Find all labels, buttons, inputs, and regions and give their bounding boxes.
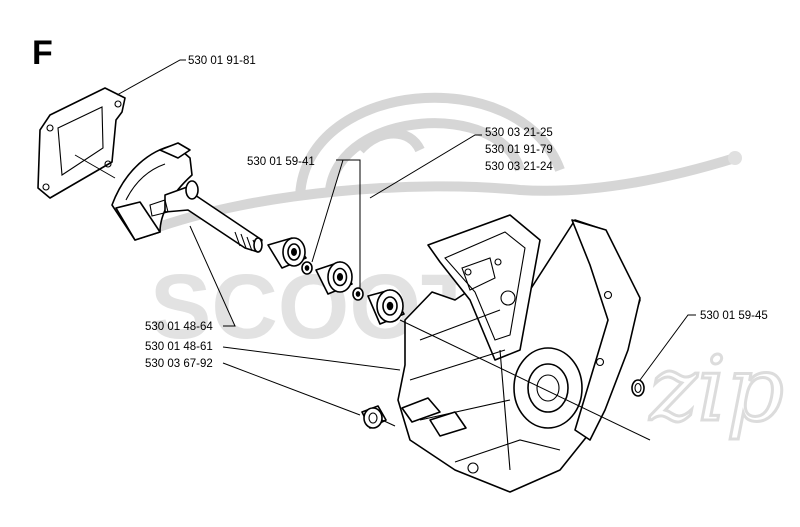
part-number-gasket: 530 01 91-81	[188, 55, 256, 67]
part-number-kit-2: 530 01 91-79	[485, 144, 553, 156]
part-number-kit-3: 530 03 21-24	[485, 161, 553, 173]
part-number-seal-washer: 530 01 59-41	[247, 156, 315, 168]
shaft-part	[149, 180, 263, 253]
part-number-shaft: 530 01 48-64	[145, 321, 213, 333]
part-number-crankcase: 530 01 48-61	[145, 341, 213, 353]
part-number-circlip: 530 01 59-45	[700, 310, 768, 322]
gasket-part	[37, 87, 126, 199]
seal-washer-2-part	[352, 287, 364, 301]
part-number-plug: 530 03 67-92	[145, 358, 213, 370]
watermark-script: zip	[649, 337, 784, 442]
bearing-cover-part	[111, 142, 193, 241]
part-number-kit-1: 530 03 21-25	[485, 127, 553, 139]
crankcase-part	[397, 214, 641, 493]
leader-lines	[74, 59, 696, 441]
plug-part	[361, 405, 396, 429]
circlip-part	[631, 379, 645, 397]
bearing-3-part	[367, 289, 405, 325]
seal-washer-1-part	[301, 261, 313, 275]
part-number-labels: 530 01 91-81 530 01 59-41 530 03 21-25 5…	[145, 55, 768, 370]
section-letter: F	[32, 34, 53, 72]
bearing-1-part	[267, 237, 307, 269]
bearing-2-part	[315, 261, 353, 295]
